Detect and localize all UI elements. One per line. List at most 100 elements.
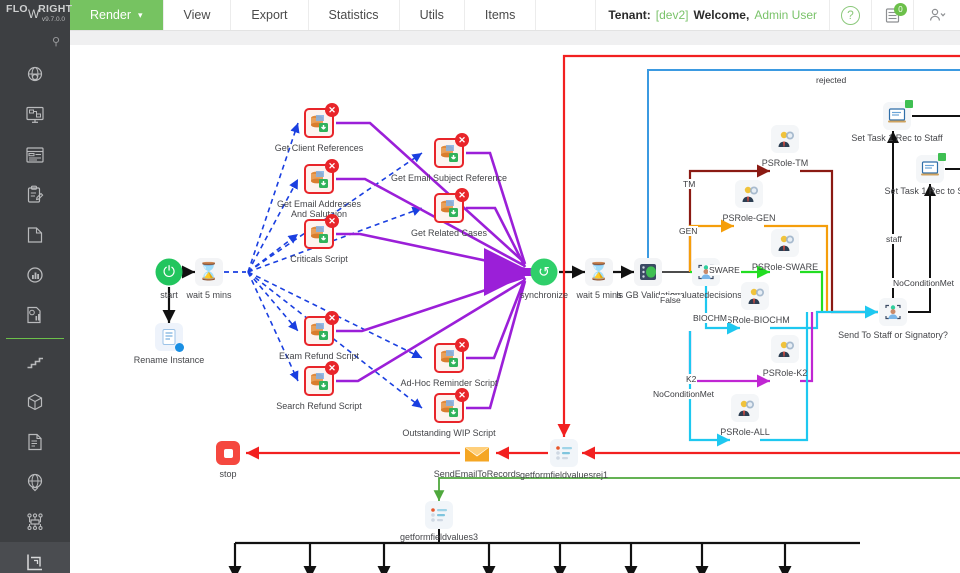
script-node-icon: ✕ bbox=[434, 188, 469, 223]
nav-item-view-label: View bbox=[183, 8, 211, 22]
role-person-icon bbox=[741, 282, 769, 310]
question-mark-icon: ? bbox=[841, 5, 860, 25]
sidebar-item-integration[interactable] bbox=[0, 462, 70, 502]
role-person-icon bbox=[731, 394, 759, 422]
node-getformfieldvalues3-label: getformfieldvalues3 bbox=[399, 532, 479, 542]
workflow-canvas[interactable]: ⏻ start ⌛ wait 5 mins Rename Instance ✕ … bbox=[70, 31, 960, 573]
logo-w-mark: W bbox=[28, 7, 40, 21]
node-exam-refund-script-label: Exam Refund Script bbox=[278, 351, 360, 361]
error-badge-icon: ✕ bbox=[455, 133, 469, 147]
synchronize-icon: ↺ bbox=[530, 258, 558, 286]
form-values-icon bbox=[550, 439, 578, 467]
node-synchronize-label: synchronize bbox=[519, 290, 569, 300]
sidebar-item-instances[interactable] bbox=[0, 542, 70, 573]
node-psrole-tm-label: PSRole-TM bbox=[761, 158, 809, 168]
sidebar-item-forms[interactable] bbox=[0, 135, 70, 175]
edge-label-noconditionmet-2: NoConditionMet bbox=[892, 278, 955, 288]
edge-label-noconditionmet-1: NoConditionMet bbox=[652, 389, 715, 399]
nav-item-export[interactable]: Export bbox=[231, 0, 309, 30]
nav-spacer bbox=[536, 0, 597, 30]
sidebar-item-steps[interactable] bbox=[0, 342, 70, 382]
sidebar-item-workflows[interactable] bbox=[0, 502, 70, 542]
edge-label-tm: TM bbox=[682, 179, 697, 189]
workflow-connections bbox=[162, 54, 960, 573]
document-icon bbox=[28, 433, 42, 451]
form-values-icon bbox=[425, 501, 453, 529]
error-badge-icon: ✕ bbox=[325, 311, 339, 325]
nav-item-statistics[interactable]: Statistics bbox=[309, 0, 400, 30]
sidebar-item-documents[interactable] bbox=[0, 215, 70, 255]
node-get-email-subject-reference-label: Get Email Subject Reference bbox=[390, 173, 508, 183]
role-person-icon bbox=[771, 229, 799, 257]
node-get-client-references-label: Get Client References bbox=[274, 143, 364, 153]
edge-label-sware: SWARE bbox=[708, 265, 741, 275]
node-wait-5-mins-1-label: wait 5 mins bbox=[186, 290, 232, 300]
edge-label-rejected: rejected bbox=[815, 75, 848, 85]
user-menu-button[interactable] bbox=[914, 0, 960, 30]
decision-person-icon bbox=[879, 298, 907, 326]
nav-item-render-label: Render bbox=[90, 8, 131, 22]
pin-icon[interactable]: ⚲ bbox=[51, 36, 60, 48]
clipboard-pen-icon bbox=[27, 185, 44, 203]
sidebar-item-tasks[interactable] bbox=[0, 175, 70, 215]
edge-label-k2: K2 bbox=[685, 374, 698, 384]
top-navigation-bar: FLOWRIGHT W v9.7.0.0 Render ▾ View Expor… bbox=[0, 0, 960, 31]
logo-text-right: RIGHT bbox=[38, 3, 73, 15]
sidebar-item-admin[interactable] bbox=[0, 55, 70, 95]
node-wait-5-mins-2-label: wait 5 mins bbox=[576, 290, 622, 300]
sidebar-divider bbox=[6, 338, 64, 339]
node-get-related-cases-label: Get Related Cases bbox=[410, 228, 488, 238]
node-evaluatedecisions-label: evaluatedecisions bbox=[670, 290, 742, 300]
node-psrole-k2-label: PSRole-K2 bbox=[762, 368, 808, 378]
current-user-name: Admin User bbox=[754, 8, 817, 22]
tenant-value: [dev2] bbox=[655, 8, 689, 22]
node-getformfieldvaluesrej1-label: getformfieldvaluesrej1 bbox=[519, 470, 609, 480]
globe-icon bbox=[27, 473, 43, 492]
help-button[interactable]: ? bbox=[830, 0, 872, 30]
nav-item-render[interactable]: Render ▾ bbox=[70, 0, 164, 30]
nav-item-statistics-label: Statistics bbox=[328, 8, 379, 22]
globe-gear-icon bbox=[27, 66, 43, 82]
steps-icon bbox=[27, 357, 43, 369]
script-node-icon: ✕ bbox=[304, 361, 339, 396]
node-adhoc-reminder-script-label: Ad-Hoc Reminder Script bbox=[400, 378, 498, 388]
node-rename-instance-label: Rename Instance bbox=[133, 355, 205, 365]
database-icon bbox=[634, 258, 662, 286]
sidebar-item-analytics[interactable] bbox=[0, 255, 70, 295]
edge-label-biochm: BIOCHM bbox=[692, 313, 728, 323]
sidebar-item-files[interactable] bbox=[0, 422, 70, 462]
node-search-refund-script-label: Search Refund Script bbox=[276, 401, 362, 411]
nav-item-utils-label: Utils bbox=[419, 8, 444, 22]
sidebar-item-reports[interactable] bbox=[0, 295, 70, 335]
set-task-icon bbox=[883, 100, 913, 130]
nav-item-utils[interactable]: Utils bbox=[400, 0, 465, 30]
node-psrole-biochm-label: PSRole-BIOCHM bbox=[720, 315, 790, 325]
script-node-icon: ✕ bbox=[304, 311, 339, 346]
chart-circle-icon bbox=[27, 267, 43, 283]
nav-item-items-label: Items bbox=[484, 8, 516, 22]
node-get-email-addresses-label: Get Email Addresses And Salutaion bbox=[276, 199, 362, 219]
node-start-label: start bbox=[160, 290, 178, 300]
sidebar-item-packages[interactable] bbox=[0, 382, 70, 422]
box-icon bbox=[27, 393, 43, 411]
sidebar-item-list bbox=[0, 55, 70, 573]
error-badge-icon: ✕ bbox=[455, 338, 469, 352]
hourglass-icon: ⌛ bbox=[195, 258, 223, 286]
tenant-info: Tenant: [dev2] Welcome, Admin User bbox=[596, 0, 830, 30]
error-badge-icon: ✕ bbox=[325, 159, 339, 173]
email-icon bbox=[463, 440, 491, 467]
role-person-icon bbox=[735, 180, 763, 208]
user-dropdown-icon bbox=[930, 8, 946, 21]
app-logo[interactable]: FLOWRIGHT W v9.7.0.0 bbox=[0, 0, 73, 31]
edge-label-gen: GEN bbox=[678, 226, 699, 236]
edge-label-staff: staff bbox=[885, 234, 903, 244]
layers-icon bbox=[27, 554, 42, 571]
form-icon bbox=[26, 147, 44, 163]
nav-item-items[interactable]: Items bbox=[465, 0, 537, 30]
nav-item-view[interactable]: View bbox=[164, 0, 232, 30]
tenant-label: Tenant: bbox=[608, 8, 651, 22]
script-node-icon: ✕ bbox=[304, 214, 339, 249]
nav-item-export-label: Export bbox=[251, 8, 288, 22]
notifications-button[interactable]: 0 bbox=[872, 0, 914, 30]
sidebar-item-designer[interactable] bbox=[0, 95, 70, 135]
